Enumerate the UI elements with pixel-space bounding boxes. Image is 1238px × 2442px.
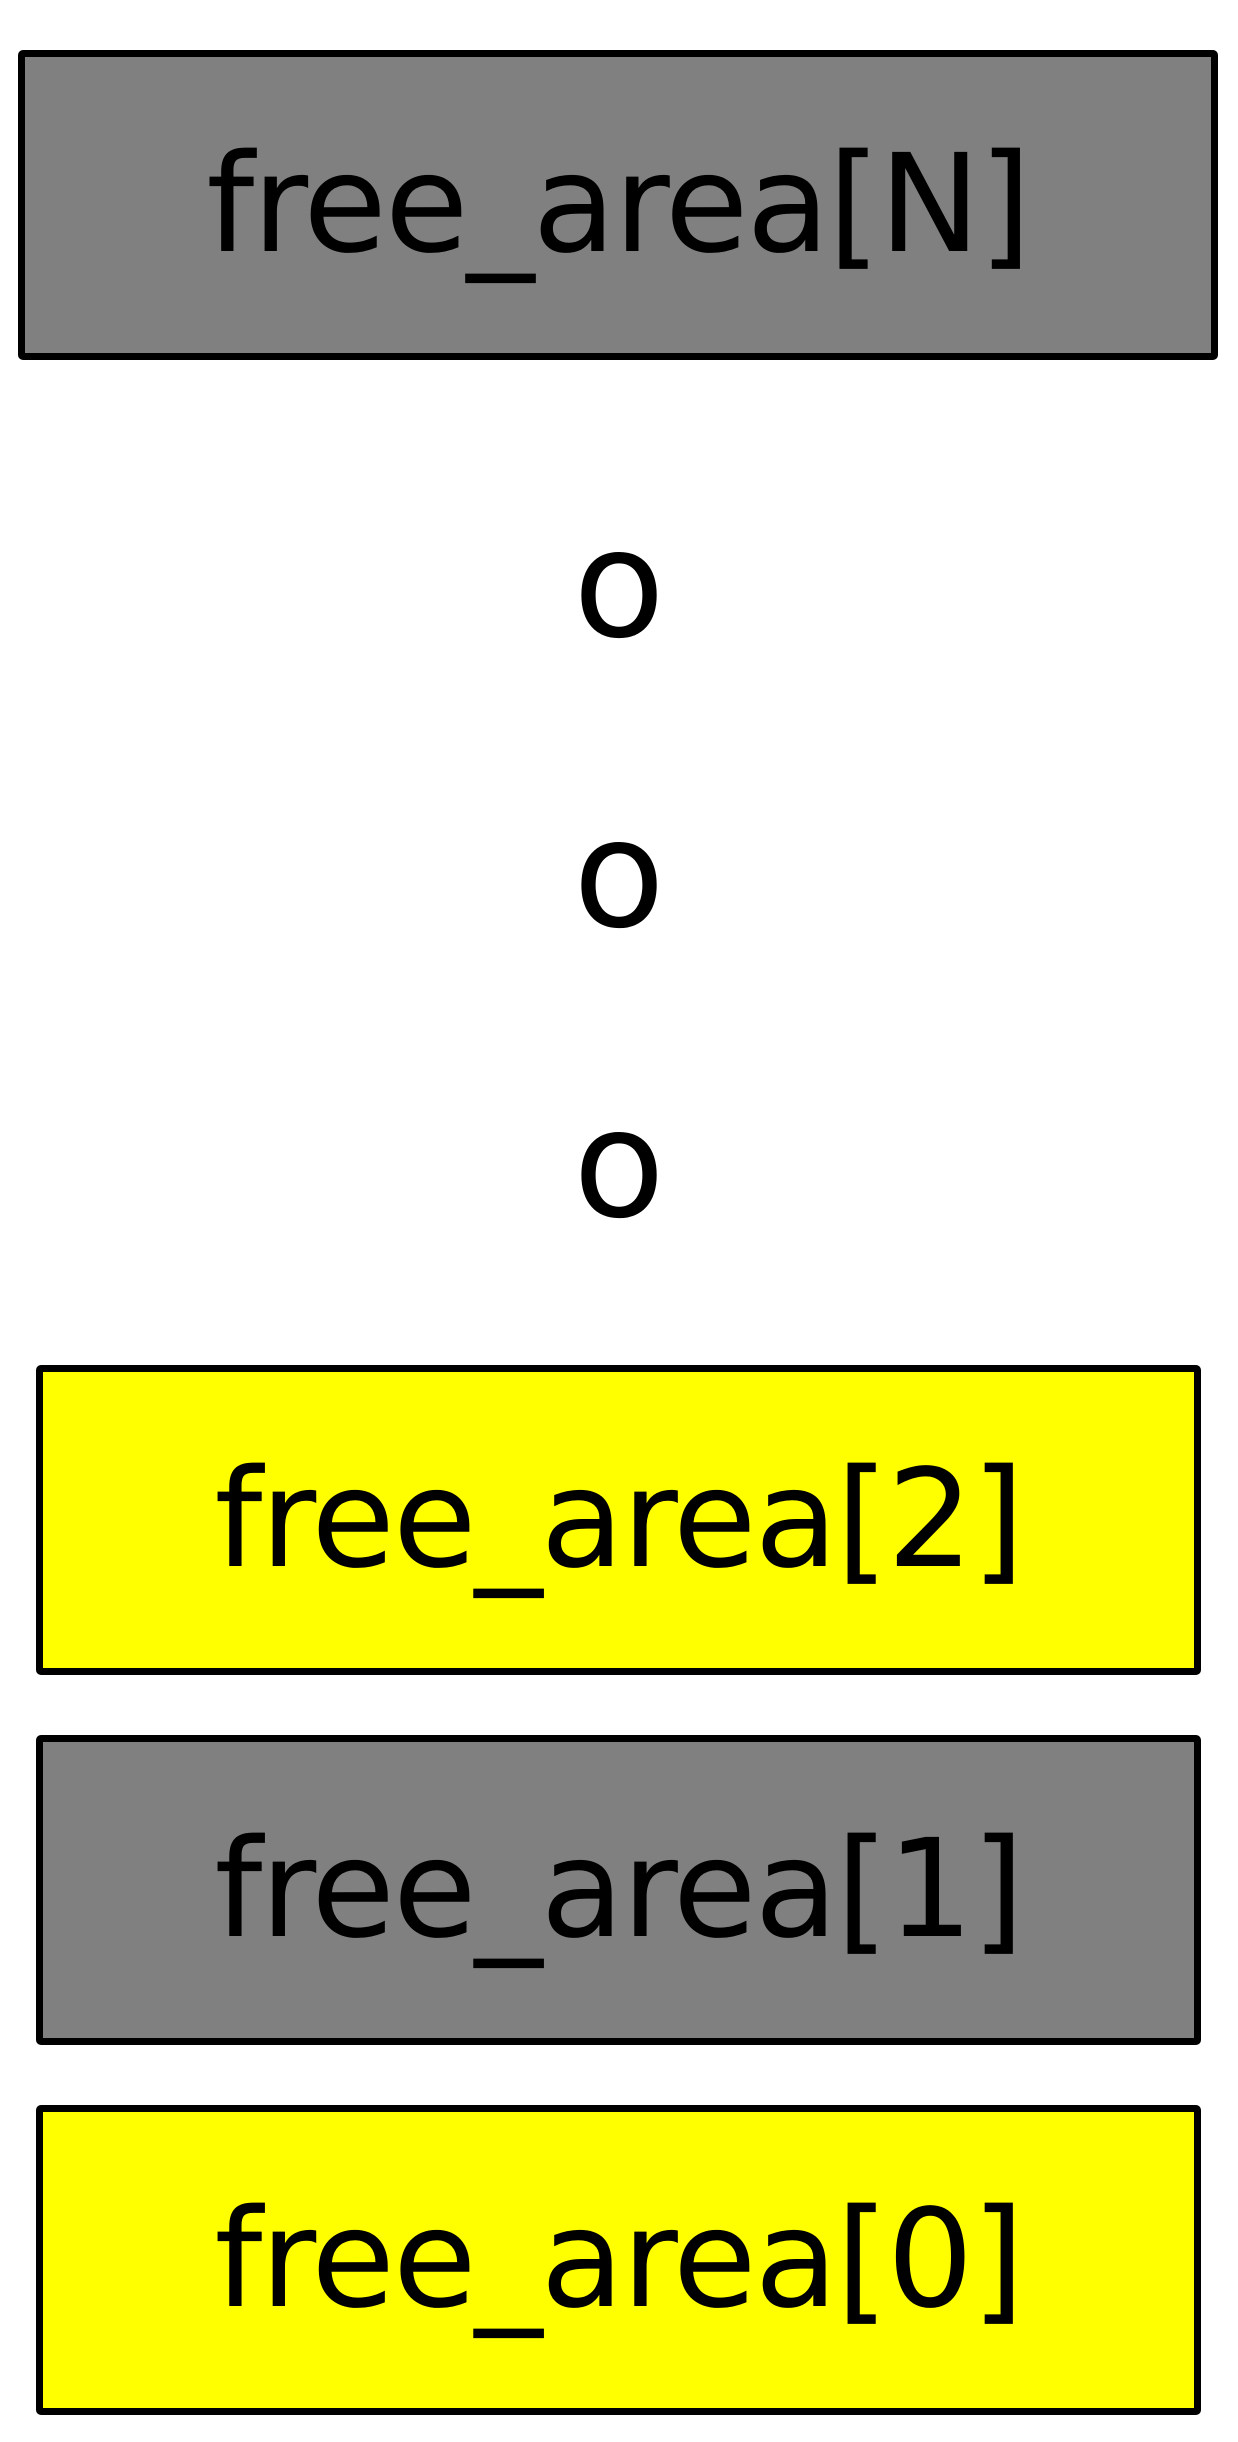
free-area-n-label: free_area[N] xyxy=(206,126,1031,284)
free-area-0-box: free_area[0] xyxy=(36,2105,1201,2415)
free-area-2-label: free_area[2] xyxy=(214,1441,1024,1599)
free-area-2-box: free_area[2] xyxy=(36,1365,1201,1675)
ellipsis-dot-3: o xyxy=(573,1078,665,1252)
free-area-1-label: free_area[1] xyxy=(214,1811,1024,1969)
free-area-n-box: free_area[N] xyxy=(18,50,1218,360)
free-area-0-label: free_area[0] xyxy=(214,2181,1024,2339)
ellipsis-dot-2: o xyxy=(573,788,665,962)
free-area-1-box: free_area[1] xyxy=(36,1735,1201,2045)
ellipsis-dot-1: o xyxy=(573,498,665,672)
